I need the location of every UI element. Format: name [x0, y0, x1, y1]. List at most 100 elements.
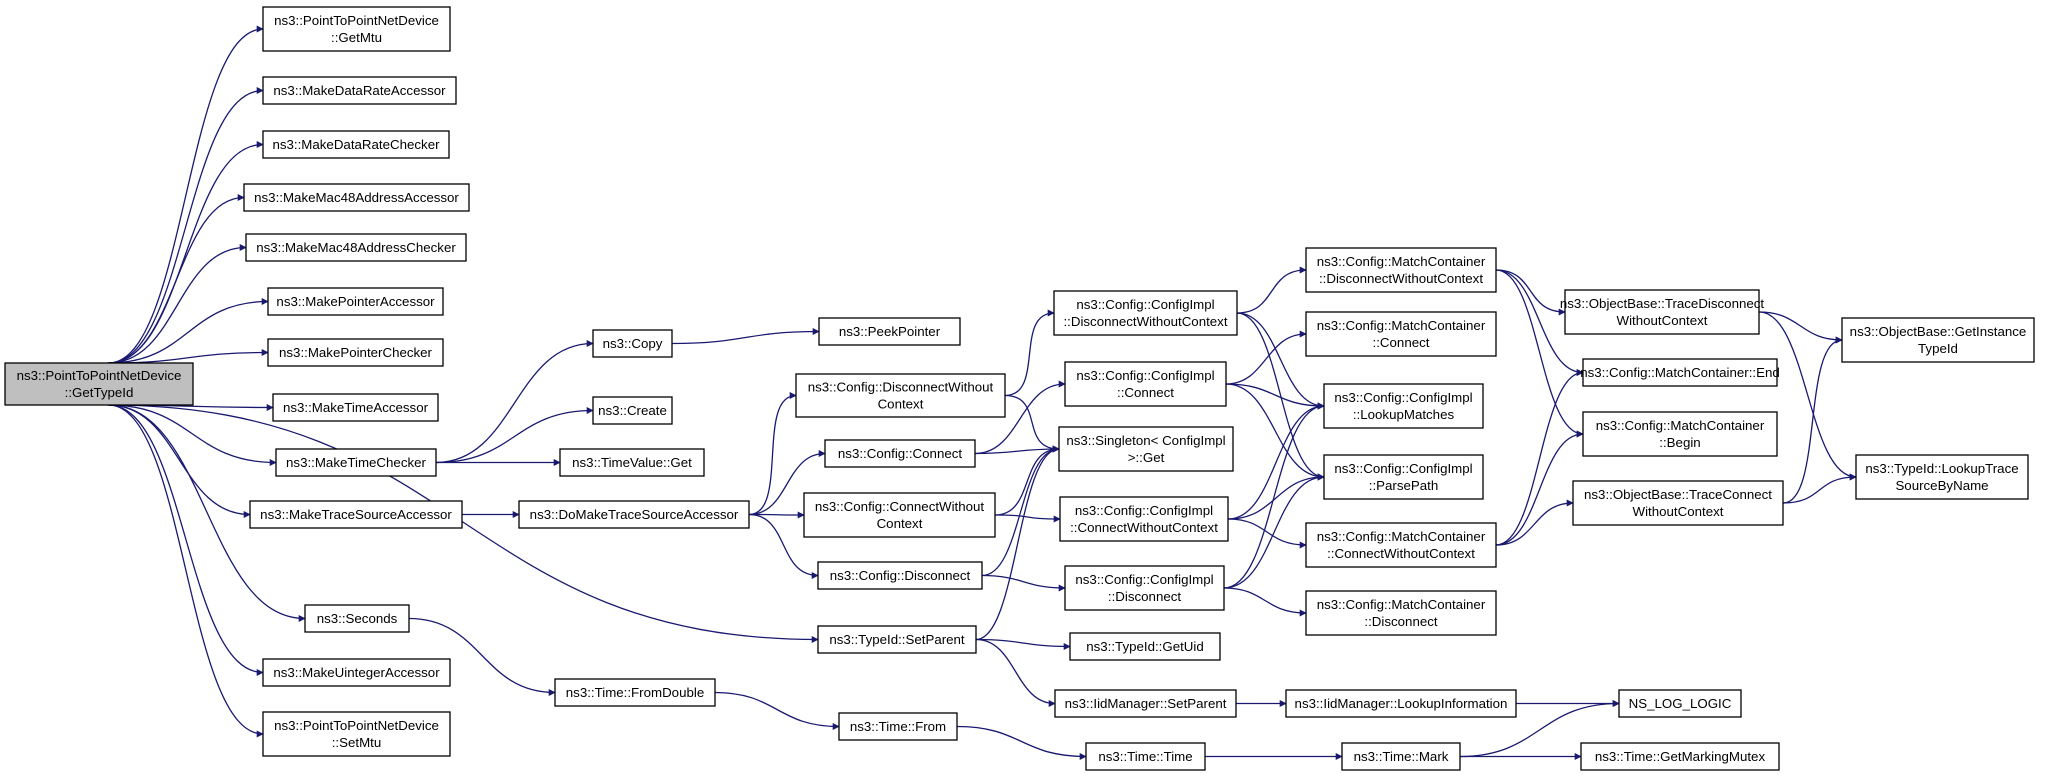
node-getuid[interactable]: ns3::TypeId::GetUid: [1069, 632, 1221, 661]
node-label-mta-0: ns3::MakeTimeAccessor: [283, 400, 429, 415]
edge-mccwc-to-mcend: [1495, 369, 1584, 546]
node-timetime[interactable]: ns3::Time::Time: [1085, 742, 1206, 771]
node-label-domtsa-0: ns3::DoMakeTraceSourceAccessor: [530, 507, 739, 522]
node-tvget[interactable]: ns3::TimeValue::Get: [559, 448, 705, 477]
node-label-mcconn-1: ::Connect: [1373, 335, 1430, 350]
node-peek[interactable]: ns3::PeekPointer: [818, 317, 961, 346]
node-mcdwc[interactable]: ns3::Config::MatchContainer::DisconnectW…: [1305, 247, 1497, 293]
node-label-fromdouble-0: ns3::Time::FromDouble: [566, 685, 704, 700]
node-mcend[interactable]: ns3::Config::MatchContainer::End: [1580, 358, 1780, 387]
node-parse[interactable]: ns3::Config::ConfigImpl::ParsePath: [1323, 454, 1484, 500]
node-cfgcwc[interactable]: ns3::Config::ConnectWithoutContext: [803, 492, 996, 538]
node-cfgdisc[interactable]: ns3::Config::Disconnect: [817, 561, 983, 590]
node-label-setmtu-1: ::SetMtu: [332, 735, 382, 750]
node-label-lookup-1: ::LookupMatches: [1353, 407, 1455, 422]
node-mdrc[interactable]: ns3::MakeDataRateChecker: [262, 130, 450, 159]
node-label-getmtu-0: ns3::PointToPointNetDevice: [274, 13, 439, 28]
node-box-mpa: [267, 287, 444, 316]
edge-tidsetp-to-getuid: [975, 638, 1071, 650]
node-label-cfgcwc-1: Context: [877, 516, 923, 531]
node-label-cfgdwc-0: ns3::Config::DisconnectWithout: [808, 380, 994, 395]
node-mtc[interactable]: ns3::MakeTimeChecker: [275, 448, 437, 477]
node-mmacc[interactable]: ns3::MakeMac48AddressChecker: [245, 233, 467, 262]
node-label-cfgconn-0: ns3::Config::Connect: [838, 446, 962, 461]
edge-domtsa-to-cfgcwc: [748, 511, 805, 519]
node-cidisc[interactable]: ns3::Config::ConfigImpl::Disconnect: [1064, 565, 1225, 611]
node-box-getuid: [1069, 632, 1221, 661]
node-box-getmutex: [1580, 742, 1780, 771]
node-box-lookuptrace: [1855, 454, 2029, 500]
node-label-tidsetp-0: ns3::TypeId::SetParent: [829, 632, 965, 647]
edge-root-to-setmtu: [108, 404, 264, 738]
node-label-lookup-0: ns3::Config::ConfigImpl: [1334, 390, 1472, 405]
node-mcbegin[interactable]: ns3::Config::MatchContainer::Begin: [1582, 411, 1778, 457]
node-mtsa[interactable]: ns3::MakeTraceSourceAccessor: [249, 500, 463, 529]
node-cfgdwc[interactable]: ns3::Config::DisconnectWithoutContext: [795, 373, 1006, 418]
node-box-cidwc: [1053, 290, 1238, 336]
node-label-mcend-0: ns3::Config::MatchContainer::End: [1580, 365, 1780, 380]
node-setmtu[interactable]: ns3::PointToPointNetDevice::SetMtu: [262, 711, 451, 757]
node-singleton[interactable]: ns3::Singleton< ConfigImpl >::Get: [1058, 426, 1234, 472]
node-box-ciconn: [1064, 361, 1227, 407]
node-label-getuid-0: ns3::TypeId::GetUid: [1086, 639, 1204, 654]
node-mpc[interactable]: ns3::MakePointerChecker: [267, 338, 444, 367]
node-copy[interactable]: ns3::Copy: [592, 329, 673, 358]
edge-copy-to-peek: [671, 328, 820, 345]
node-getmutex[interactable]: ns3::Time::GetMarkingMutex: [1580, 742, 1780, 771]
node-box-cfgconn: [824, 439, 976, 468]
node-mccwc[interactable]: ns3::Config::MatchContainer::ConnectWith…: [1305, 522, 1497, 568]
edge-cfgdisc-to-singleton: [981, 445, 1060, 577]
node-nslog[interactable]: NS_LOG_LOGIC: [1618, 689, 1742, 718]
node-timefrom[interactable]: ns3::Time::From: [838, 712, 958, 741]
edge-domtsa-to-cfgconn: [748, 450, 826, 516]
node-box-create: [592, 396, 673, 425]
node-mcdisc[interactable]: ns3::Config::MatchContainer::Disconnect: [1305, 590, 1497, 636]
edge-cfgconn-to-ciconn: [974, 380, 1066, 455]
node-label-cicwc-0: ns3::Config::ConfigImpl: [1075, 503, 1213, 518]
node-label-getmtu-1: ::GetMtu: [331, 30, 382, 45]
node-box-mtc: [275, 448, 437, 477]
edge-root-to-mmacc: [108, 244, 247, 364]
node-fromdouble[interactable]: ns3::Time::FromDouble: [554, 678, 716, 707]
node-mcconn[interactable]: ns3::Config::MatchContainer::Connect: [1305, 311, 1497, 357]
node-domtsa[interactable]: ns3::DoMakeTraceSourceAccessor: [518, 500, 750, 529]
node-label-seconds-0: ns3::Seconds: [317, 611, 398, 626]
node-label-mcbegin-1: ::Begin: [1659, 435, 1700, 450]
node-root[interactable]: ns3::PointToPointNetDevice::GetTypeId: [4, 362, 194, 406]
node-label-mcbegin-0: ns3::Config::MatchContainer: [1596, 418, 1765, 433]
node-label-cidisc-0: ns3::Config::ConfigImpl: [1075, 572, 1213, 587]
node-obtcwc[interactable]: ns3::ObjectBase::TraceConnectWithoutCont…: [1572, 480, 1784, 526]
node-mpa[interactable]: ns3::MakePointerAccessor: [267, 287, 444, 316]
node-lookupinfo[interactable]: ns3::IidManager::LookupInformation: [1285, 689, 1517, 718]
edge-cidisc-to-lookup: [1223, 402, 1325, 589]
edge-cfgdisc-to-cidisc: [981, 574, 1066, 592]
node-mark[interactable]: ns3::Time::Mark: [1341, 742, 1461, 771]
node-cicwc[interactable]: ns3::Config::ConfigImpl::ConnectWithoutC…: [1059, 496, 1229, 542]
node-mdra[interactable]: ns3::MakeDataRateAccessor: [262, 76, 457, 105]
node-box-mcdisc: [1305, 590, 1497, 636]
node-cidwc[interactable]: ns3::Config::ConfigImpl::DisconnectWitho…: [1053, 290, 1238, 336]
node-cfgconn[interactable]: ns3::Config::Connect: [824, 439, 976, 468]
node-seconds[interactable]: ns3::Seconds: [304, 604, 410, 633]
node-box-setmtu: [262, 711, 451, 757]
node-tidsetp[interactable]: ns3::TypeId::SetParent: [817, 625, 977, 654]
node-box-tidsetp: [817, 625, 977, 654]
node-getmtu[interactable]: ns3::PointToPointNetDevice::GetMtu: [262, 6, 451, 52]
node-iidsetp[interactable]: ns3::IidManager::SetParent: [1054, 689, 1237, 718]
node-mmaca[interactable]: ns3::MakeMac48AddressAccessor: [243, 183, 470, 212]
node-box-obtdwc: [1564, 289, 1760, 335]
node-label-mcdisc-1: ::Disconnect: [1364, 614, 1437, 629]
node-ciconn[interactable]: ns3::Config::ConfigImpl::Connect: [1064, 361, 1227, 407]
node-mua[interactable]: ns3::MakeUintegerAccessor: [262, 658, 451, 687]
node-obtdwc[interactable]: ns3::ObjectBase::TraceDisconnectWithoutC…: [1560, 289, 1765, 335]
node-label-obtcwc-0: ns3::ObjectBase::TraceConnect: [1584, 487, 1772, 502]
edge-cidisc-to-mcdisc: [1223, 587, 1307, 617]
node-mta[interactable]: ns3::MakeTimeAccessor: [272, 393, 439, 422]
node-label-getinst-1: TypeId: [1918, 341, 1958, 356]
node-label-mcdwc-0: ns3::Config::MatchContainer: [1317, 254, 1486, 269]
node-lookup[interactable]: ns3::Config::ConfigImpl::LookupMatches: [1323, 383, 1484, 429]
node-create[interactable]: ns3::Create: [592, 396, 673, 425]
